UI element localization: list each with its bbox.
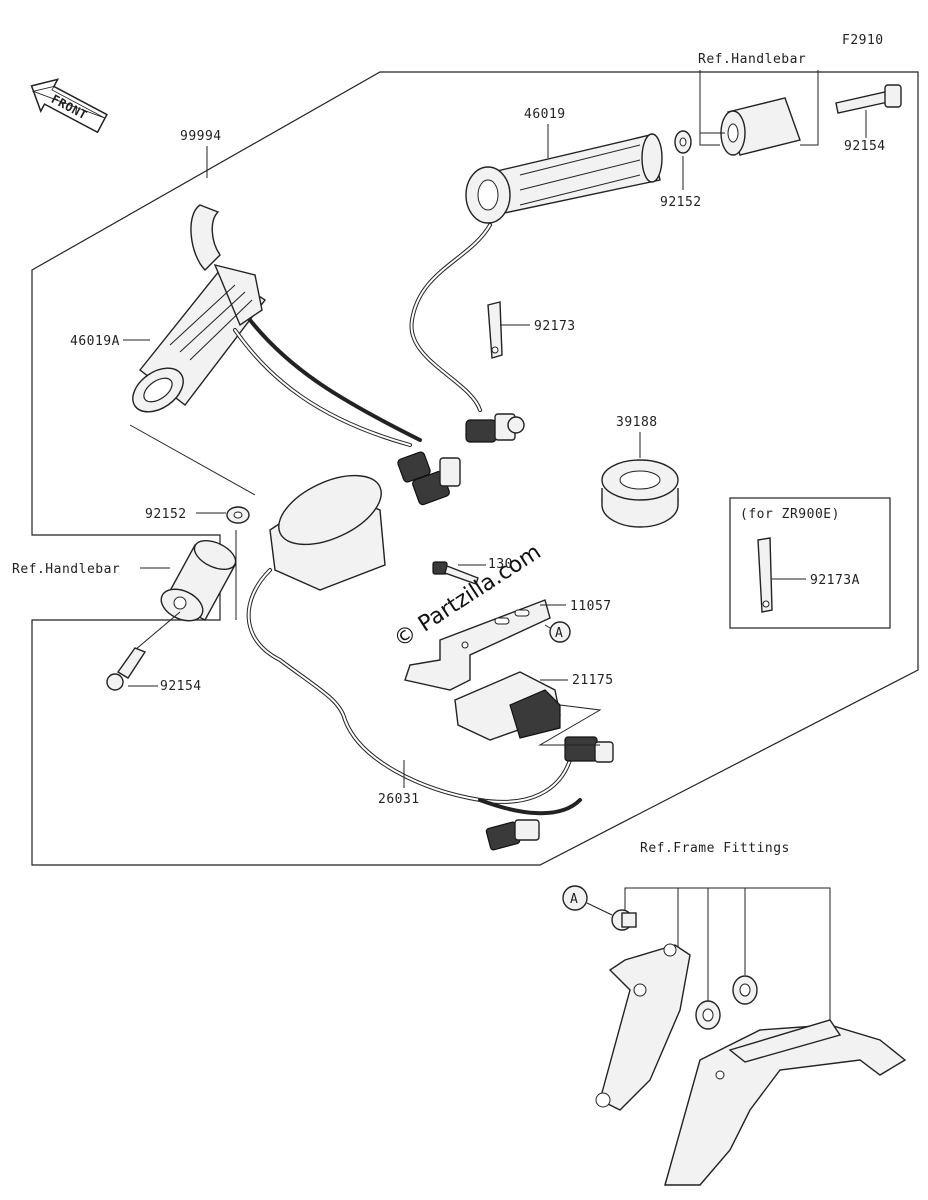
model-note: (for ZR900E)	[740, 507, 840, 522]
ref-frame-label: Ref.Frame Fittings	[640, 841, 790, 856]
grip-left-label: 46019A	[70, 334, 120, 349]
bolt-130	[432, 561, 479, 585]
controller-unit	[454, 671, 561, 741]
band-label: 92173	[534, 319, 576, 334]
controller-label: 21175	[572, 673, 614, 688]
right-bar-end-weight	[720, 97, 801, 156]
grommet-fitting-2	[732, 975, 758, 1005]
right-grip-heater	[465, 133, 663, 224]
bolt-left-label: 92154	[160, 679, 202, 694]
harness-label: 26031	[378, 792, 420, 807]
model-box	[729, 497, 891, 629]
band-a-strap	[757, 537, 773, 613]
ref-a-2: A	[570, 892, 578, 907]
ref-a-1: A	[555, 626, 563, 641]
washer-left-label: 92152	[145, 507, 187, 522]
bolt-130-label: 130	[488, 557, 513, 572]
ref-a-marker-1	[549, 621, 571, 643]
ref-handlebar-left: Ref.Handlebar	[12, 562, 120, 577]
front-arrow-icon: FRONT	[30, 78, 108, 134]
right-grip-connector	[465, 413, 525, 443]
frame-bracket	[595, 943, 691, 1111]
ref-handlebar-right: Ref.Handlebar	[698, 52, 806, 67]
band-strap	[487, 301, 503, 359]
frame-tray	[664, 1019, 907, 1186]
band-a-label: 92173A	[810, 573, 860, 588]
grip-right-label: 46019	[524, 107, 566, 122]
bracket	[404, 599, 551, 691]
grommet-fitting-1	[695, 1000, 721, 1030]
washer-right-label: 92152	[660, 195, 702, 210]
figure-code: F2910	[842, 33, 884, 48]
right-bolt	[835, 84, 902, 114]
kit-number: 99994	[180, 129, 222, 144]
harness-connector-mid	[564, 736, 614, 763]
left-bar-end-weight	[160, 539, 237, 622]
left-bolt	[106, 647, 147, 691]
harness-resistor	[269, 474, 386, 591]
grommet-label: 39188	[616, 415, 658, 430]
collar-fitting	[611, 909, 637, 931]
ref-a-marker-2	[562, 885, 588, 911]
left-grip-heater	[132, 204, 267, 413]
grommet-ring	[601, 459, 679, 528]
kit-outline	[31, 71, 919, 866]
left-grip-connector	[397, 451, 461, 506]
bolt-right-label: 92154	[844, 139, 886, 154]
harness-connector-bottom	[485, 819, 540, 851]
bracket-label: 11057	[570, 599, 612, 614]
